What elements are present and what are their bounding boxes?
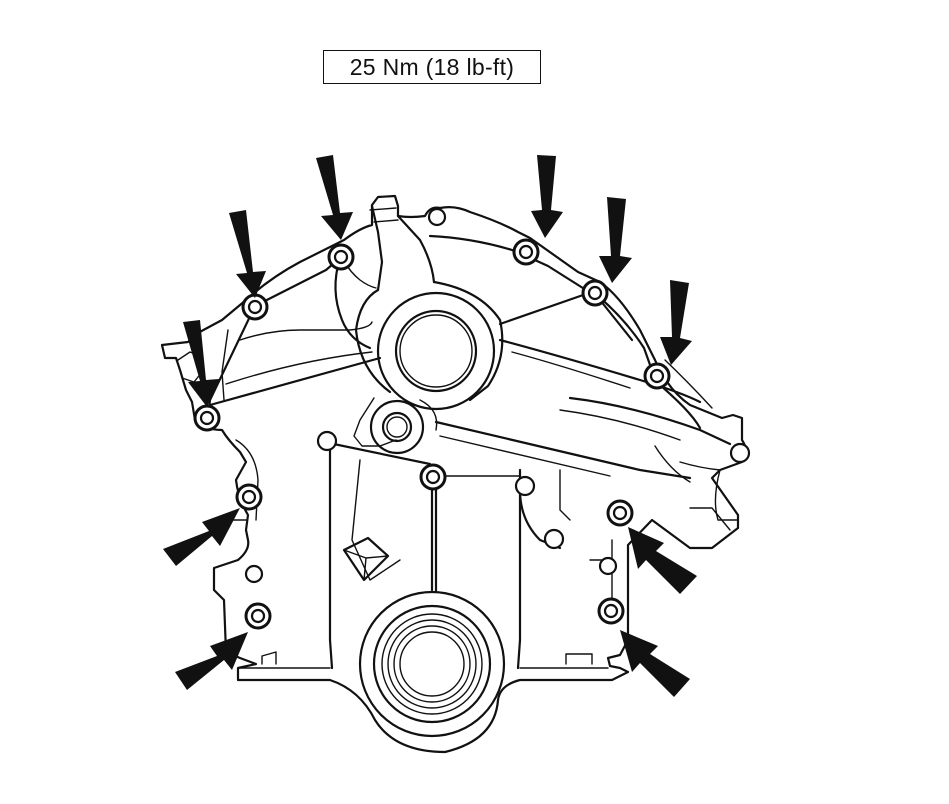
bolt-icon <box>419 463 447 491</box>
bolt-icon <box>235 483 263 511</box>
bolt-icon <box>193 404 221 432</box>
cover-ribs <box>206 234 739 670</box>
bolt-icon <box>597 597 625 625</box>
bolt-icon <box>244 602 272 630</box>
bolt-icon <box>241 293 269 321</box>
arrow-icon <box>316 155 353 240</box>
arrow-icon <box>628 527 697 594</box>
arrow-icon <box>229 210 266 298</box>
arrows <box>163 155 697 697</box>
arrow-icon <box>599 197 632 283</box>
arrow-icon <box>620 630 690 697</box>
arrow-icon <box>531 155 563 238</box>
bolts <box>193 238 671 630</box>
idler-boss <box>369 399 425 455</box>
bolt-icon <box>512 238 540 266</box>
arrow-icon <box>163 508 240 566</box>
arrow-icon <box>183 320 219 407</box>
minor-bosses <box>244 207 751 584</box>
bolt-icon <box>606 499 634 527</box>
crankshaft-seal <box>358 590 506 738</box>
bolt-icon <box>581 279 609 307</box>
arrow-icon <box>660 280 692 365</box>
water-pump-bore <box>376 291 496 411</box>
access-plug <box>342 536 390 582</box>
bolt-icon <box>327 243 355 271</box>
bolt-icon <box>643 362 671 390</box>
torque-spec-label: 25 Nm (18 lb-ft) <box>323 50 541 84</box>
water-pump-housing <box>354 204 504 402</box>
arrow-icon <box>175 632 248 690</box>
